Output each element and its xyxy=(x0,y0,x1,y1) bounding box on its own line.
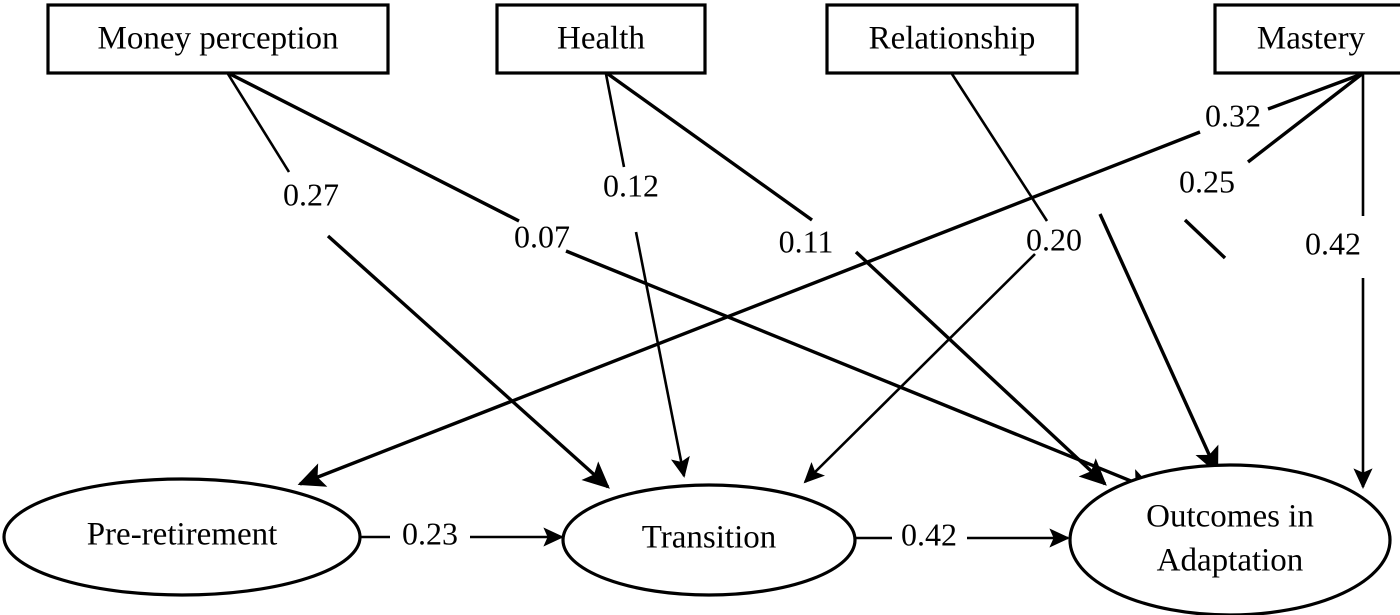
node-mastery-shape xyxy=(1213,3,1400,75)
node-pre-retirement-label: Pre-retirement xyxy=(87,517,278,553)
path-money-to-outcomes-stub xyxy=(229,72,520,223)
coef-mastery-to-pre-retirement: 0.32 xyxy=(1205,97,1261,133)
coef-money-to-outcomes: 0.07 xyxy=(514,218,570,254)
path-relationship-to-transition-arrow xyxy=(803,253,1036,484)
path-money-to-transition-arrow xyxy=(326,234,610,489)
path-money-to-transition-stub xyxy=(226,73,291,173)
path-mastery-to-outcomes-025-stub xyxy=(1246,72,1364,164)
path-health-to-transition xyxy=(604,73,690,478)
node-relationship-shape xyxy=(825,3,1079,75)
node-relationship-label: Relationship xyxy=(869,21,1036,57)
node-money-perception-shape xyxy=(46,3,390,75)
path-health-to-outcomes-stub xyxy=(607,72,813,222)
path-mastery-to-pre-retirement-arrow xyxy=(297,130,1201,487)
node-relationship[interactable]: Relationship xyxy=(825,3,1079,75)
path-health-to-transition-arrow xyxy=(634,231,690,478)
coef-money-to-transition: 0.27 xyxy=(283,176,339,212)
node-health-shape xyxy=(495,3,707,75)
node-health-label: Health xyxy=(557,21,645,57)
node-outcomes-in-adaptation-label-line1: Outcomes in xyxy=(1146,499,1314,535)
coef-mastery-to-outcomes-025: 0.25 xyxy=(1179,163,1235,199)
node-outcomes-in-adaptation-shape xyxy=(1068,463,1392,615)
coef-transition-to-outcomes: 0.42 xyxy=(901,516,957,552)
node-pre-retirement[interactable]: Pre-retirement xyxy=(2,477,362,597)
path-mastery-to-pre-retirement-stub xyxy=(1267,72,1363,111)
path-health-to-outcomes xyxy=(607,72,1107,486)
node-outcomes-in-adaptation-label-line2: Adaptation xyxy=(1157,543,1304,579)
node-money-perception[interactable]: Money perception xyxy=(46,3,390,75)
node-transition-label: Transition xyxy=(642,520,776,556)
coef-health-to-outcomes: 0.11 xyxy=(779,223,834,259)
path-mastery-to-outcomes-025 xyxy=(1098,72,1364,475)
path-health-to-transition-stub xyxy=(604,73,626,168)
path-health-to-outcomes-arrow xyxy=(854,250,1107,486)
path-mastery-to-pre-retirement xyxy=(297,72,1363,487)
path-money-to-transition xyxy=(226,73,610,489)
node-transition[interactable]: Transition xyxy=(561,483,857,597)
coef-mastery-to-outcomes-042: 0.42 xyxy=(1305,225,1361,261)
node-health[interactable]: Health xyxy=(495,3,707,75)
coef-relationship-to-transition: 0.20 xyxy=(1026,221,1082,257)
node-mastery[interactable]: Mastery xyxy=(1213,3,1400,75)
path-relationship-to-transition xyxy=(803,73,1049,484)
path-money-to-outcomes xyxy=(229,72,1156,493)
coef-health-to-transition: 0.12 xyxy=(603,167,659,203)
node-outcomes-in-adaptation[interactable]: Outcomes in Adaptation xyxy=(1068,463,1392,615)
node-money-perception-label: Money perception xyxy=(97,21,338,57)
path-mastery-to-outcomes-025-mid xyxy=(1183,218,1227,260)
coef-pre-retirement-to-transition: 0.23 xyxy=(402,515,458,551)
path-mastery-to-outcomes-025-arrow xyxy=(1098,213,1219,475)
node-mastery-label: Mastery xyxy=(1257,21,1366,57)
path-money-to-outcomes-arrow xyxy=(565,249,1156,493)
